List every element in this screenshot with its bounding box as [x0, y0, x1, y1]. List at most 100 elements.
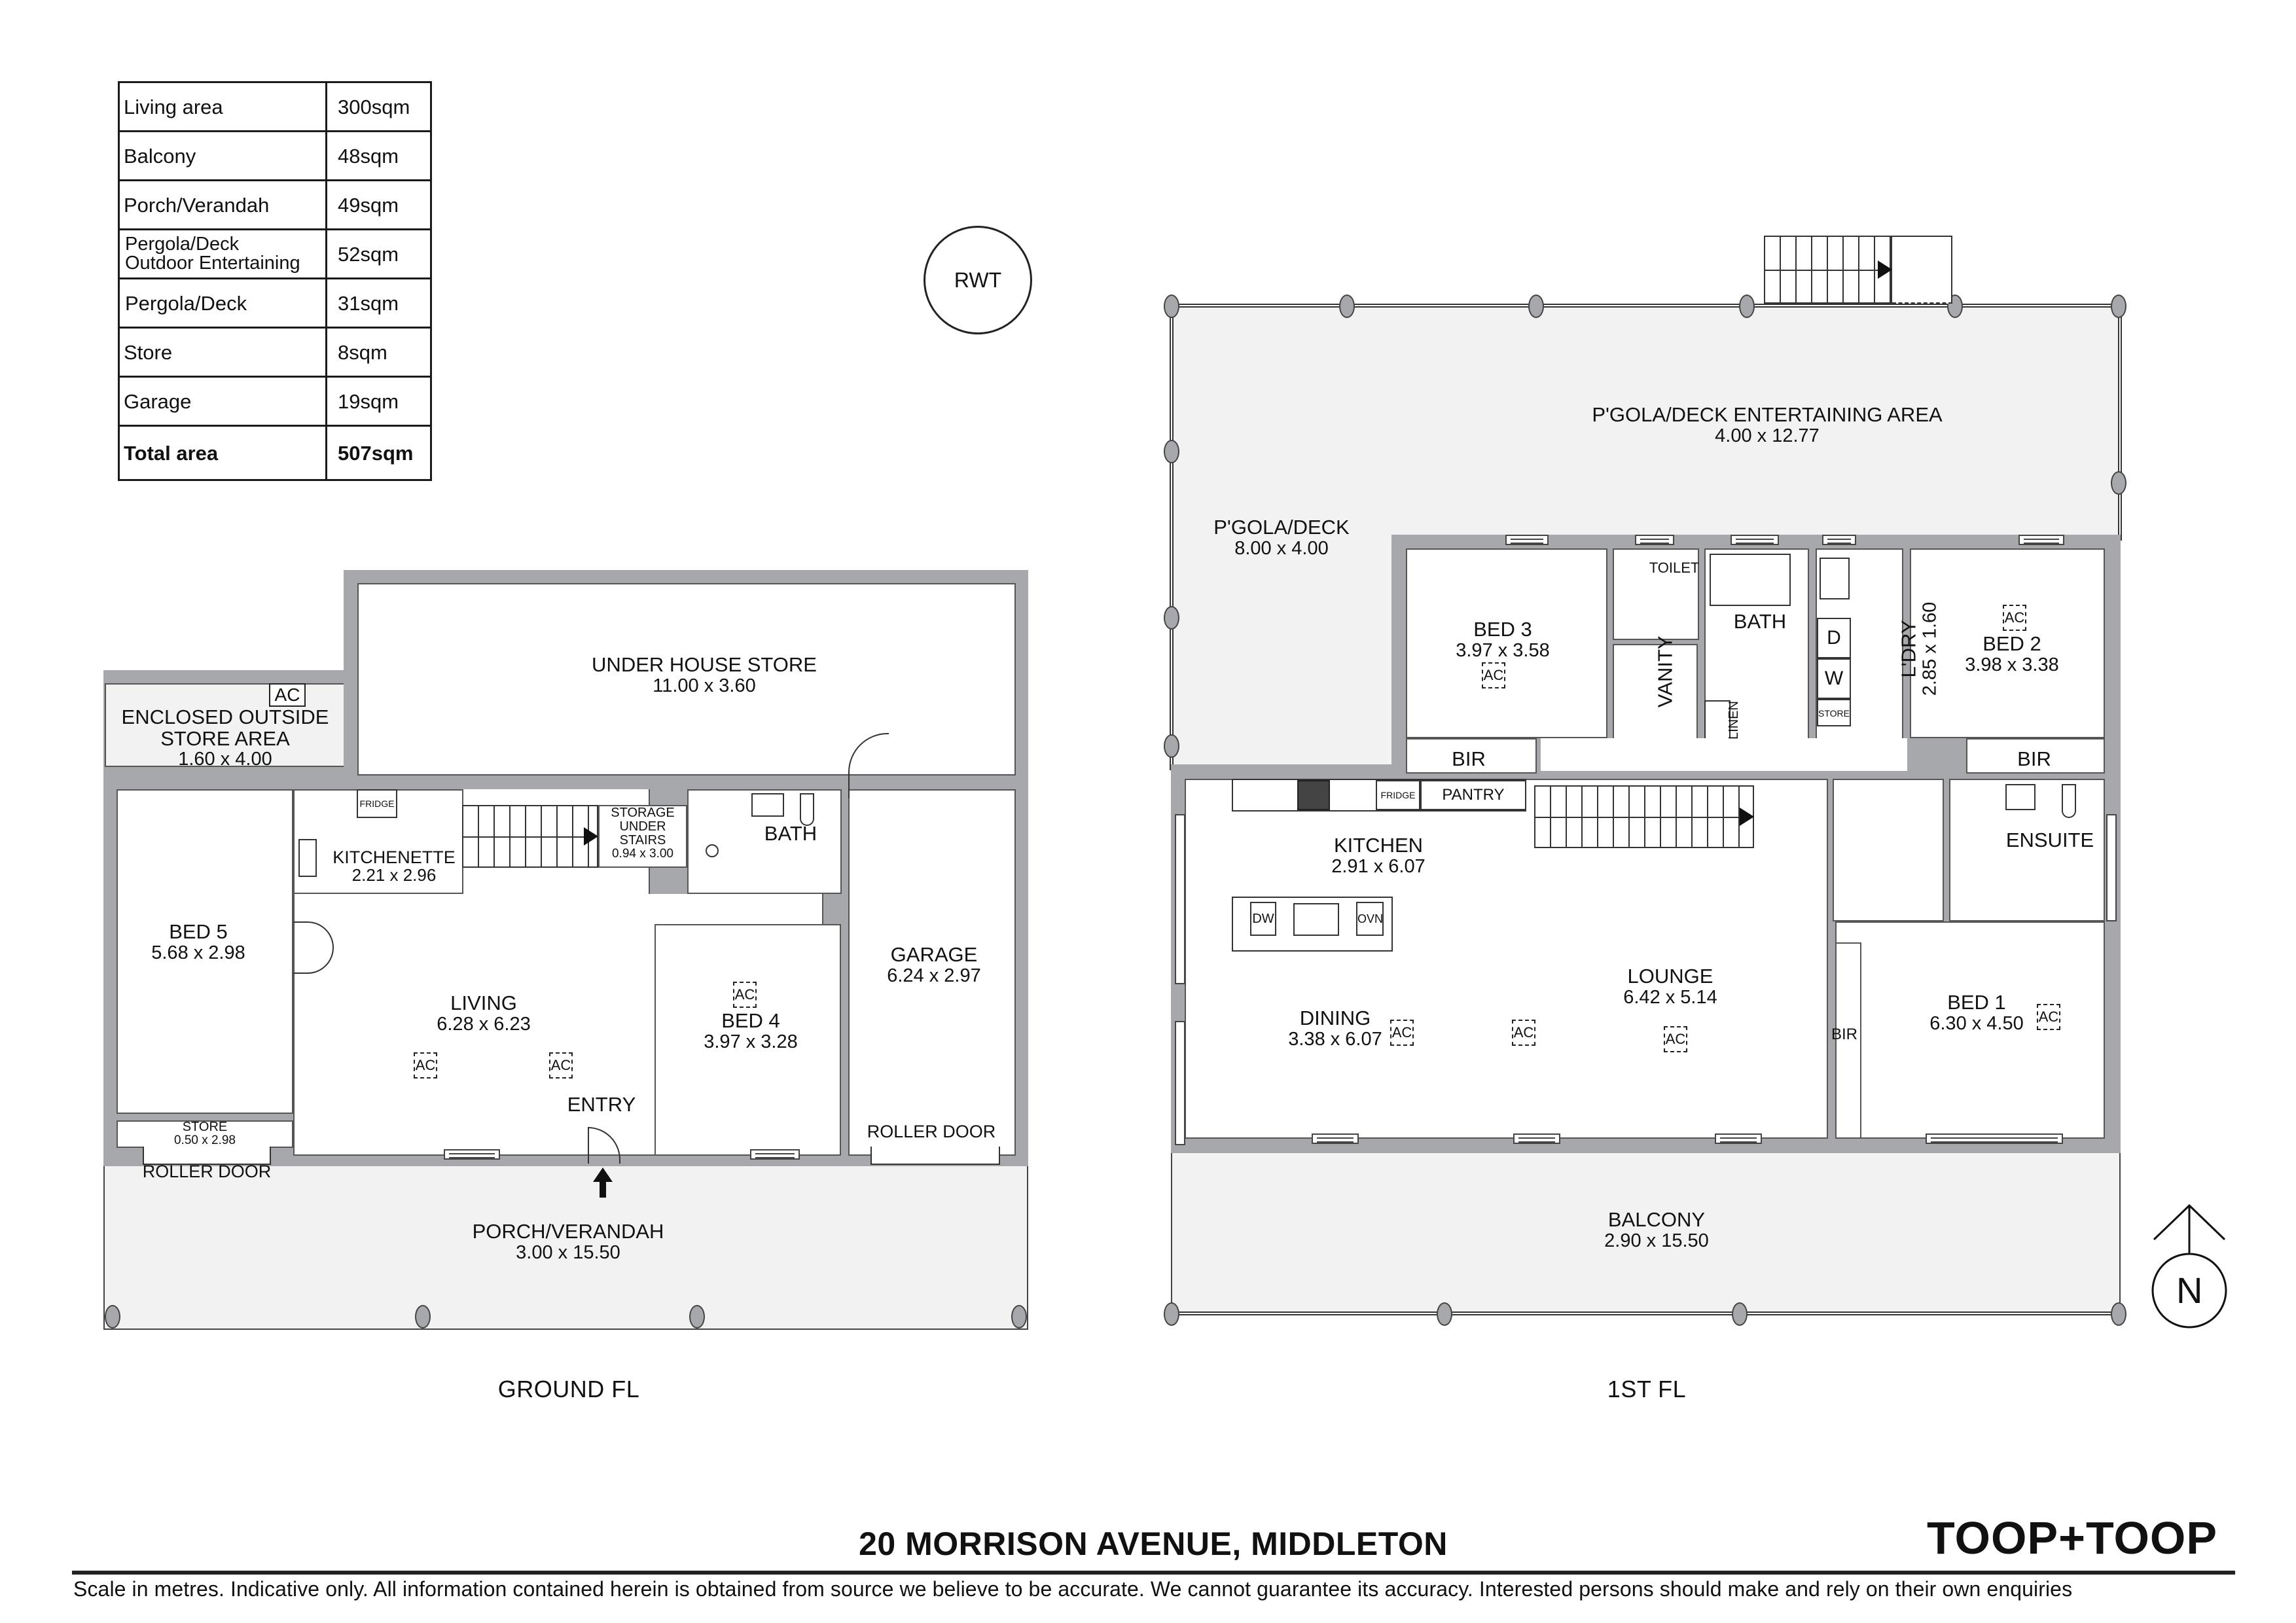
- label-bir-bed1: BIR: [1831, 1026, 1858, 1043]
- label-bed3: BED 3 3.97 x 3.58: [1456, 618, 1550, 661]
- post: [1732, 1302, 1748, 1326]
- entry-arrow-icon: [593, 1168, 613, 1199]
- area-label: Store: [118, 327, 327, 378]
- label-laundry: L'DRY 2.85 x 1.60: [1897, 601, 1940, 696]
- post: [1437, 1302, 1452, 1326]
- ac-unit-icon: AC: [549, 1052, 573, 1079]
- railing: [2118, 305, 2122, 541]
- kitchen-sink-icon: [1293, 903, 1339, 936]
- rwt-label: RWT: [954, 268, 1002, 292]
- north-arrow-icon: [2151, 1204, 2227, 1329]
- post: [1528, 294, 1544, 318]
- laundry-store: STORE: [1817, 699, 1851, 726]
- label-living: LIVING 6.28 x 6.23: [437, 991, 531, 1035]
- window: [1731, 535, 1779, 545]
- window: [1505, 535, 1549, 545]
- porch-area: [103, 1164, 1028, 1330]
- label-porch: PORCH/VERANDAH 3.00 x 15.50: [472, 1220, 664, 1263]
- shower-icon: [706, 844, 719, 857]
- area-label: Garage: [118, 376, 327, 427]
- ac-unit-icon: AC: [1390, 1020, 1414, 1046]
- room-bed3: [1406, 548, 1607, 738]
- area-label: Pergola/Deck Outdoor Entertaining: [118, 228, 327, 279]
- under-house-store: [357, 583, 1016, 776]
- label-storage-under-stairs: STORAGE UNDER STAIRS 0.94 x 3.00: [611, 806, 675, 861]
- post: [2111, 471, 2126, 495]
- label-bath-ground: BATH: [764, 822, 817, 845]
- ac-unit-icon: AC: [1664, 1026, 1687, 1052]
- ac-unit-icon: AC: [2037, 1004, 2060, 1030]
- ac-unit-icon: AC: [414, 1052, 437, 1079]
- stairs-arrow-icon: [1878, 260, 1892, 279]
- sink-icon: [298, 839, 317, 877]
- bir-bed1: [1835, 942, 1861, 1139]
- internal-stairs[interactable]: [1534, 785, 1754, 848]
- label-kitchenette: KITCHENETTE 2.21 x 2.96: [332, 847, 456, 885]
- area-value: 8sqm: [325, 327, 432, 378]
- post: [1164, 734, 1179, 758]
- window: [444, 1149, 500, 1160]
- room-toilet: [1613, 548, 1699, 640]
- pantry: PANTRY: [1420, 780, 1526, 810]
- area-label-line2: Outdoor Entertaining: [125, 253, 300, 274]
- label-bed1: BED 1 6.30 x 4.50: [1929, 991, 2024, 1034]
- window: [2106, 814, 2117, 921]
- post: [1164, 440, 1179, 463]
- ground-stairs[interactable]: [462, 805, 598, 868]
- label-bed2: BED 2 3.98 x 3.38: [1965, 632, 2059, 675]
- ac-unit-icon: AC: [269, 683, 306, 707]
- post: [1164, 606, 1179, 630]
- dishwasher: DW: [1250, 902, 1276, 936]
- oven: OVN: [1356, 902, 1384, 936]
- post: [1011, 1305, 1027, 1329]
- room-kitchenette: [293, 789, 463, 894]
- label-bir-bed3: BIR: [1452, 747, 1486, 770]
- area-value: 49sqm: [325, 179, 432, 230]
- first-floor-title: 1ST FL: [1607, 1376, 1687, 1402]
- table-row: Balcony 48sqm: [118, 130, 432, 181]
- label-vanity: VANITY: [1653, 635, 1677, 708]
- area-label: Porch/Verandah: [118, 179, 327, 230]
- table-row: Pergola/Deck Outdoor Entertaining 52sqm: [118, 228, 432, 279]
- compass-label: N: [2176, 1270, 2203, 1311]
- label-bed4: BED 4 3.97 x 3.28: [704, 1009, 798, 1052]
- stairs-arrow-icon: [1740, 808, 1754, 826]
- property-address: 20 MORRISON AVENUE, MIDDLETON: [859, 1525, 1448, 1562]
- bir-bed2: [1966, 738, 2105, 774]
- ground-floor-title: GROUND FL: [497, 1376, 640, 1402]
- north-compass: N: [2151, 1203, 2230, 1334]
- table-row: Garage 19sqm: [118, 376, 432, 427]
- roller-door-opening-store: [143, 1147, 271, 1165]
- post: [1164, 1302, 1179, 1326]
- enclosed-store-area: [105, 683, 346, 767]
- table-row: Porch/Verandah 49sqm: [118, 179, 432, 230]
- label-store: STORE 0.50 x 2.98: [173, 1120, 236, 1147]
- stairs-arrow-icon: [584, 827, 598, 846]
- washer: W: [1817, 658, 1851, 699]
- ac-unit-icon: AC: [1482, 662, 1505, 688]
- footer-divider: [72, 1571, 2235, 1575]
- label-bath-first: BATH: [1733, 610, 1787, 633]
- label-enclosed-store: ENCLOSED OUTSIDE STORE AREA 1.60 x 4.00: [121, 705, 329, 770]
- fridge-ground: FRIDGE: [357, 789, 397, 818]
- area-value: 31sqm: [325, 277, 432, 329]
- basin-icon: [751, 793, 784, 817]
- post: [105, 1305, 120, 1329]
- post: [1164, 294, 1179, 318]
- label-bed5: BED 5 5.68 x 2.98: [151, 920, 245, 963]
- external-stairs[interactable]: [1764, 236, 1892, 304]
- area-label: Living area: [118, 81, 327, 132]
- label-toilet: TOILET: [1649, 560, 1700, 576]
- table-row: Store 8sqm: [118, 327, 432, 378]
- dryer: D: [1817, 618, 1851, 658]
- window: [1175, 1021, 1185, 1145]
- railing: [1171, 1311, 2121, 1315]
- roller-door-opening-garage: [870, 1147, 1000, 1165]
- stair-hall: [1833, 779, 1944, 921]
- label-deck: P'GOLA/DECK 8.00 x 4.00: [1213, 516, 1350, 559]
- room-bed4: [655, 924, 841, 1156]
- window: [1175, 814, 1185, 984]
- rainwater-tank: RWT: [924, 226, 1032, 334]
- window: [1715, 1133, 1762, 1144]
- area-value: 19sqm: [325, 376, 432, 427]
